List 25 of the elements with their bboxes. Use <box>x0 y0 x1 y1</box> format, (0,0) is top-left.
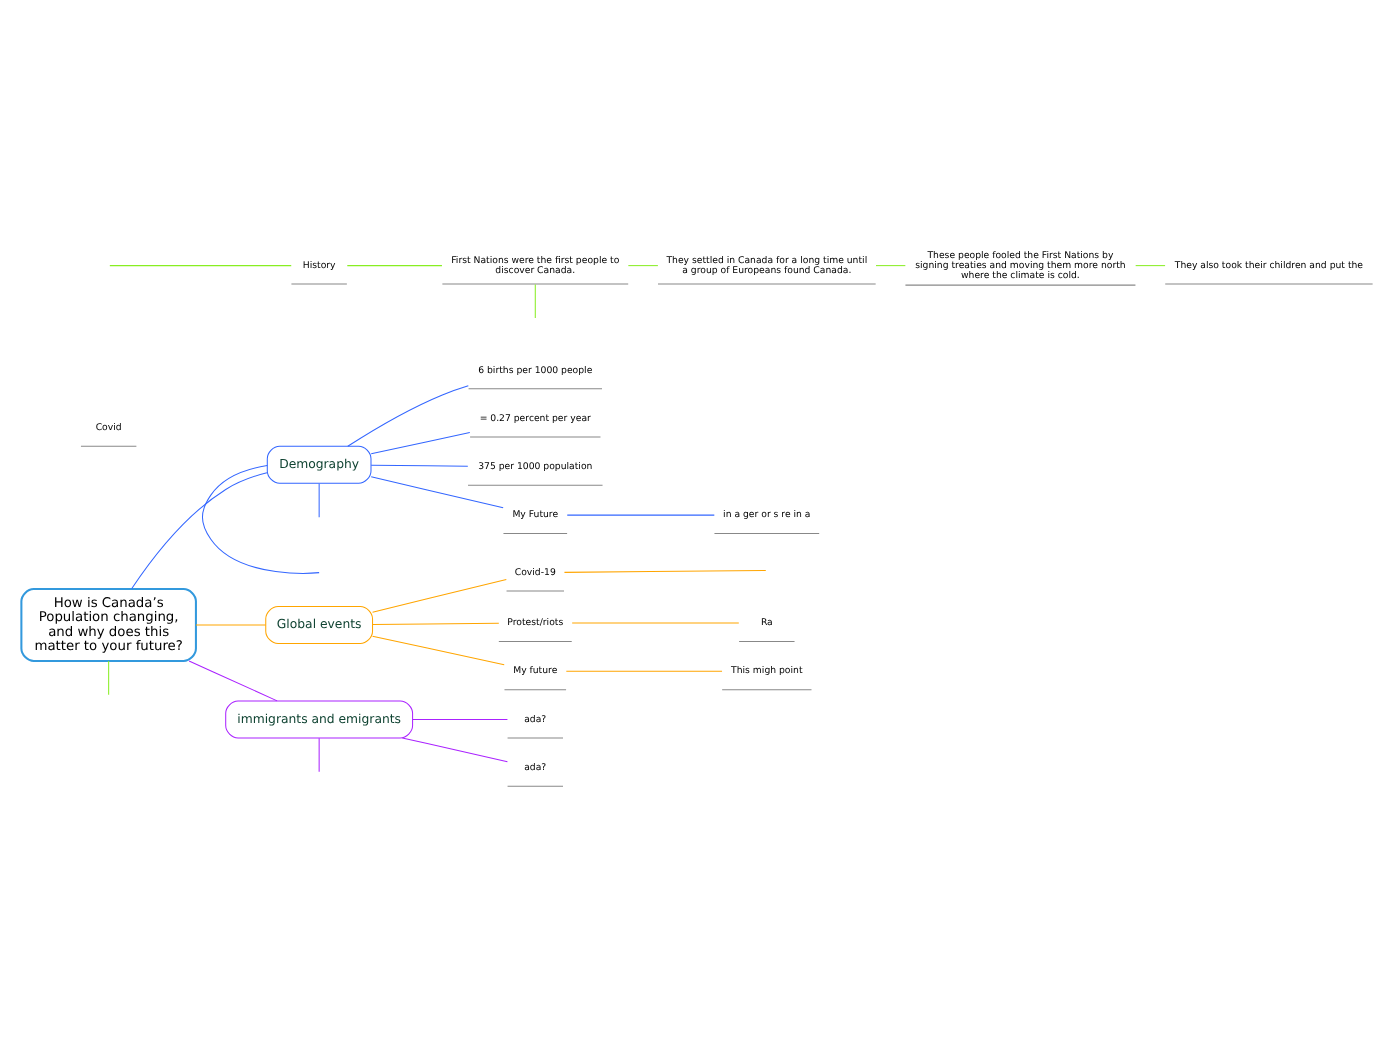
connector <box>372 622 500 625</box>
connector <box>565 670 723 672</box>
connector <box>188 660 278 702</box>
connector <box>370 476 504 509</box>
connector <box>131 472 268 590</box>
connector <box>195 624 267 626</box>
connector <box>563 570 767 573</box>
connector <box>108 660 110 696</box>
connector <box>627 265 659 267</box>
connector <box>318 737 320 773</box>
connector <box>875 265 906 267</box>
connector <box>534 283 536 319</box>
connector <box>109 265 292 267</box>
connector <box>372 578 507 613</box>
connector <box>318 483 320 518</box>
connector <box>346 265 443 267</box>
connector <box>201 465 320 574</box>
connector <box>347 385 469 447</box>
connector <box>566 514 715 516</box>
connector <box>370 464 469 467</box>
connector <box>412 718 508 720</box>
connector <box>401 737 508 763</box>
connector <box>1135 265 1166 267</box>
connector <box>372 635 505 666</box>
connector <box>370 432 471 455</box>
